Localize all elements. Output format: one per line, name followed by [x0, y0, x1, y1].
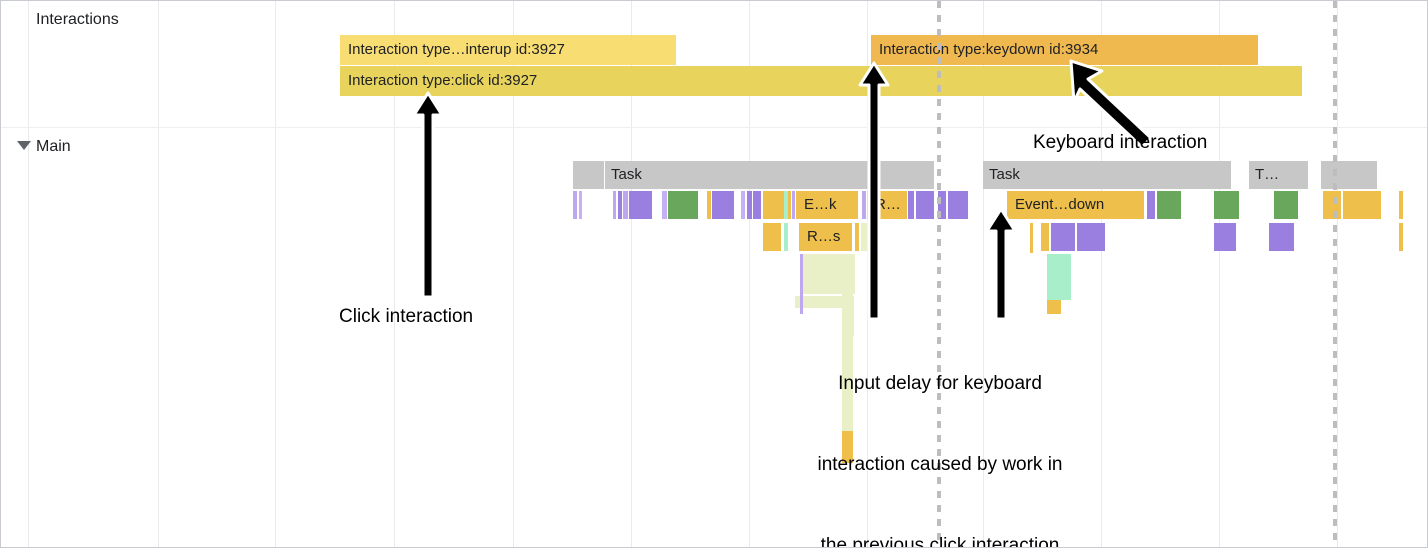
interaction-bar-label: Interaction type:click id:3927: [348, 72, 538, 89]
gridline-5: [631, 1, 632, 547]
dashed-marker-0: [937, 1, 941, 547]
event-bar[interactable]: R…: [867, 191, 907, 219]
flame-block[interactable]: [573, 191, 577, 219]
interaction-bar[interactable]: Interaction type:keydown id:3934: [871, 35, 1258, 65]
flame-block[interactable]: [1041, 223, 1049, 251]
interaction-bar[interactable]: Interaction type…interup id:3927: [340, 35, 676, 65]
gridline-11: [1337, 1, 1338, 547]
flame-block[interactable]: [855, 223, 859, 251]
event-bar-label: R…: [875, 196, 901, 213]
task-bar-label: Task: [989, 166, 1020, 183]
input-delay-line-1: Input delay for keyboard: [838, 373, 1042, 394]
flame-block[interactable]: [1051, 223, 1075, 251]
flame-block[interactable]: [707, 191, 711, 219]
flame-block[interactable]: [1147, 191, 1155, 219]
interaction-bar-label: Interaction type…interup id:3927: [348, 41, 565, 58]
flame-block[interactable]: [795, 296, 851, 308]
flame-block[interactable]: [792, 191, 795, 219]
task-bar[interactable]: [1321, 161, 1377, 189]
flame-block[interactable]: [1269, 223, 1294, 251]
flame-block[interactable]: [1214, 191, 1239, 219]
flame-block[interactable]: [618, 191, 622, 219]
gridline-1: [158, 1, 159, 547]
track-label-interactions[interactable]: Interactions: [36, 11, 119, 28]
flame-block[interactable]: [1343, 191, 1381, 219]
flame-block[interactable]: [712, 191, 734, 219]
flame-block[interactable]: [1047, 300, 1061, 314]
flame-block[interactable]: [613, 191, 616, 219]
flame-block[interactable]: [948, 191, 968, 219]
task-bar[interactable]: Task: [983, 161, 1231, 189]
keyboard-interaction-label: Keyboard interaction: [1033, 132, 1208, 153]
task-bar-label: Task: [611, 166, 642, 183]
input-delay-annotation: Input delay for keyboard interaction cau…: [782, 316, 1098, 548]
task-bar[interactable]: [573, 161, 604, 189]
event-bar-label: Event…down: [1015, 196, 1105, 213]
gridline-3: [394, 1, 395, 547]
event-bar-label: E…k: [804, 196, 837, 213]
interaction-bar-label: Interaction type:keydown id:3934: [879, 41, 1099, 58]
event-bar-label: R…s: [807, 228, 841, 245]
event-bar[interactable]: R…s: [799, 223, 852, 251]
event-bar[interactable]: E…k: [796, 191, 858, 219]
flame-block[interactable]: [801, 254, 845, 294]
flame-block[interactable]: [623, 191, 628, 219]
flame-block[interactable]: [842, 254, 853, 434]
flame-block[interactable]: [1274, 191, 1298, 219]
flame-block[interactable]: [842, 431, 853, 463]
track-divider-interactions: [1, 127, 1427, 128]
flame-block[interactable]: [1323, 191, 1341, 219]
flame-block[interactable]: [1001, 223, 1005, 251]
flame-block[interactable]: [763, 223, 781, 251]
gridline-4: [513, 1, 514, 547]
task-bar[interactable]: [874, 161, 934, 189]
flame-block[interactable]: [784, 223, 788, 251]
click-interaction-label: Click interaction: [339, 306, 474, 327]
gridline-10: [1219, 1, 1220, 547]
gridline-9: [1101, 1, 1102, 547]
input-delay-line-2: interaction caused by work in: [817, 454, 1063, 475]
flame-block[interactable]: [1047, 254, 1071, 300]
flame-block[interactable]: [800, 254, 803, 314]
flame-block[interactable]: [1214, 223, 1236, 251]
flame-block[interactable]: [1399, 191, 1403, 219]
input-delay-line-3: the previous click interaction: [820, 535, 1060, 548]
flame-block[interactable]: [741, 191, 745, 219]
gridline-2: [275, 1, 276, 547]
task-bar[interactable]: Task: [605, 161, 873, 189]
event-bar[interactable]: Event…down: [1007, 191, 1144, 219]
flame-block[interactable]: [1077, 223, 1105, 251]
flame-block[interactable]: [753, 191, 761, 219]
gridline-6: [749, 1, 750, 547]
gridline-8: [983, 1, 984, 547]
flame-block[interactable]: [579, 191, 582, 219]
track-label-main[interactable]: Main: [36, 138, 71, 155]
flame-block[interactable]: [916, 191, 934, 219]
flame-block[interactable]: [1399, 223, 1403, 251]
label-column-border: [28, 1, 29, 547]
interaction-bar[interactable]: Interaction type:click id:3927: [340, 66, 1302, 96]
task-bar[interactable]: T…: [1249, 161, 1308, 189]
dashed-marker-1: [1333, 1, 1337, 547]
flame-block[interactable]: [1157, 191, 1181, 219]
flame-block[interactable]: [908, 191, 914, 219]
flame-block[interactable]: [784, 191, 788, 219]
flame-block[interactable]: [662, 191, 667, 219]
task-bar-label: T…: [1255, 166, 1280, 183]
flame-block[interactable]: [668, 191, 698, 219]
flame-block[interactable]: [747, 191, 752, 219]
flame-block[interactable]: [862, 191, 866, 219]
flame-block[interactable]: [1030, 223, 1033, 253]
caret-down-icon[interactable]: [17, 141, 31, 150]
flame-block[interactable]: [629, 191, 652, 219]
flame-block[interactable]: [861, 223, 868, 251]
flame-block[interactable]: [938, 191, 946, 219]
